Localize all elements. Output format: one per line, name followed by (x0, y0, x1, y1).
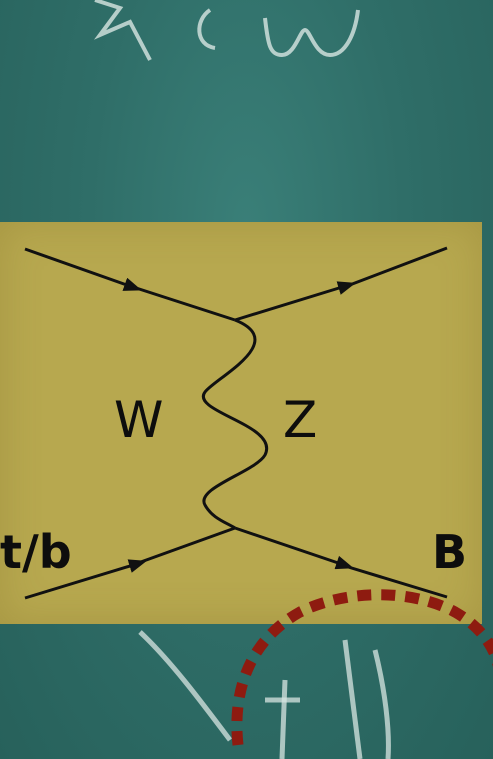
label-b: B (432, 525, 468, 579)
label-t-b: t/b (0, 525, 72, 579)
feynman-diagram-panel (0, 222, 482, 624)
label-w: W (114, 391, 164, 449)
label-z: Z (283, 391, 318, 449)
